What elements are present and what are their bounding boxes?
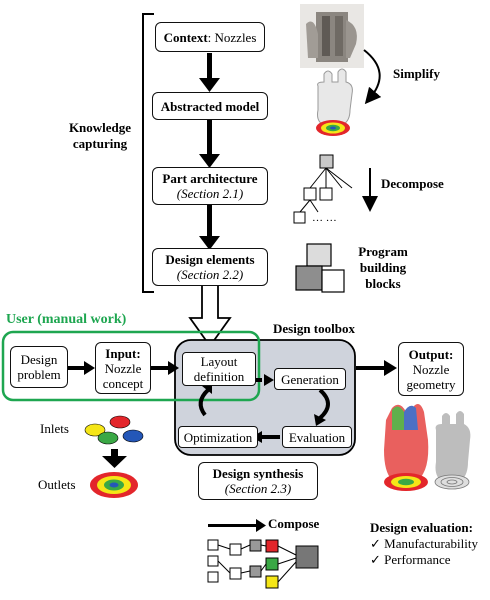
- simplified-nozzle: [316, 68, 353, 136]
- part-arch-ref: (Section 2.1): [176, 186, 244, 201]
- cycle-head-1: [264, 374, 274, 386]
- input-line2: concept: [102, 375, 144, 391]
- layout-definition-box: Layout definition: [182, 352, 256, 386]
- knowledge-bracket: [142, 13, 154, 293]
- synthesis-ref: (Section 2.3): [224, 481, 292, 496]
- part-architecture-box: Part architecture (Section 2.1): [152, 167, 268, 205]
- context-suffix: : Nozzles: [207, 29, 257, 45]
- evaluation-item-manufacturability: ✓ Manufacturability: [370, 536, 478, 551]
- design-evaluation-title: Design evaluation:: [370, 520, 473, 535]
- decompose-dots: … …: [312, 212, 337, 224]
- design-elements-box: Design elements (Section 2.2): [152, 248, 268, 286]
- optimization-label: Optimization: [183, 429, 253, 445]
- inlet-outlet-arrow: [102, 449, 127, 468]
- compose-diagram: [207, 539, 319, 589]
- layout-line2: definition: [193, 369, 245, 384]
- context-title: Context: [163, 29, 208, 45]
- user-arrows: [68, 361, 179, 375]
- program-blocks-label: Program building blocks: [357, 244, 409, 292]
- compose-arrow: [208, 519, 266, 532]
- program-line2: building: [359, 260, 407, 275]
- user-label: User (manual work): [6, 312, 127, 327]
- abstracted-model-box: Abstracted model: [152, 92, 268, 120]
- output-title: Output:: [408, 346, 454, 362]
- design-elements-ref: (Section 2.2): [176, 267, 244, 282]
- building-blocks: [295, 243, 345, 293]
- knowledge-capturing-label: Knowledge capturing: [60, 120, 140, 152]
- input-title: Input:: [105, 345, 141, 361]
- chain-arrows: [199, 53, 220, 250]
- generation-box: Generation: [274, 368, 346, 390]
- decompose-tree: [293, 154, 353, 224]
- evaluation-box: Evaluation: [282, 426, 352, 448]
- outlet-rings: [90, 472, 138, 498]
- design-synthesis-box: Design synthesis (Section 2.3): [198, 462, 318, 500]
- output-arrow: [356, 360, 397, 376]
- simplify-arrow: [363, 49, 382, 105]
- evaluation-item-performance: ✓ Performance: [370, 552, 451, 567]
- program-line3: blocks: [365, 276, 401, 291]
- inlet-dots: [84, 415, 144, 445]
- knowledge-line2: capturing: [72, 136, 128, 151]
- grey-nozzle: [434, 411, 471, 490]
- cycle-head-2: [314, 414, 326, 426]
- layout-line1: Layout: [200, 354, 238, 369]
- generation-label: Generation: [281, 371, 339, 387]
- simplify-label: Simplify: [393, 66, 440, 81]
- output-line1: Nozzle: [412, 361, 450, 377]
- toolbox-cycle: [198, 378, 330, 439]
- decompose-label: Decompose: [381, 176, 444, 191]
- nozzle-photo: [300, 4, 364, 68]
- output-line2: geometry: [406, 376, 456, 392]
- output-box: Output: Nozzle geometry: [398, 342, 464, 396]
- design-problem-line2: problem: [17, 367, 61, 382]
- optimization-box: Optimization: [178, 426, 258, 448]
- evaluation-label: Evaluation: [288, 429, 346, 445]
- abstracted-title: Abstracted model: [160, 98, 260, 114]
- input-line1: Nozzle: [104, 360, 142, 376]
- colored-nozzle: [384, 404, 429, 491]
- synthesis-title: Design synthesis: [212, 466, 304, 481]
- user-manual-work-box: [1, 330, 261, 402]
- inlets-label: Inlets: [40, 421, 69, 436]
- design-problem-box: Design problem: [10, 346, 68, 388]
- design-problem-line1: Design: [20, 352, 58, 367]
- hollow-arrow: [188, 283, 232, 348]
- input-box: Input: Nozzle concept: [95, 342, 151, 394]
- design-elements-title: Design elements: [165, 252, 255, 267]
- program-line1: Program: [358, 244, 408, 259]
- part-arch-title: Part architecture: [162, 171, 258, 186]
- context-text: Context: Nozzles: [164, 30, 257, 45]
- compose-label: Compose: [268, 516, 320, 531]
- knowledge-line1: Knowledge: [68, 120, 132, 135]
- context-box: Context: Nozzles: [155, 22, 265, 52]
- design-toolbox-title: Design toolbox: [273, 321, 355, 336]
- design-evaluation-block: Design evaluation: ✓ Manufacturability ✓…: [370, 520, 478, 568]
- outlets-label: Outlets: [38, 477, 76, 492]
